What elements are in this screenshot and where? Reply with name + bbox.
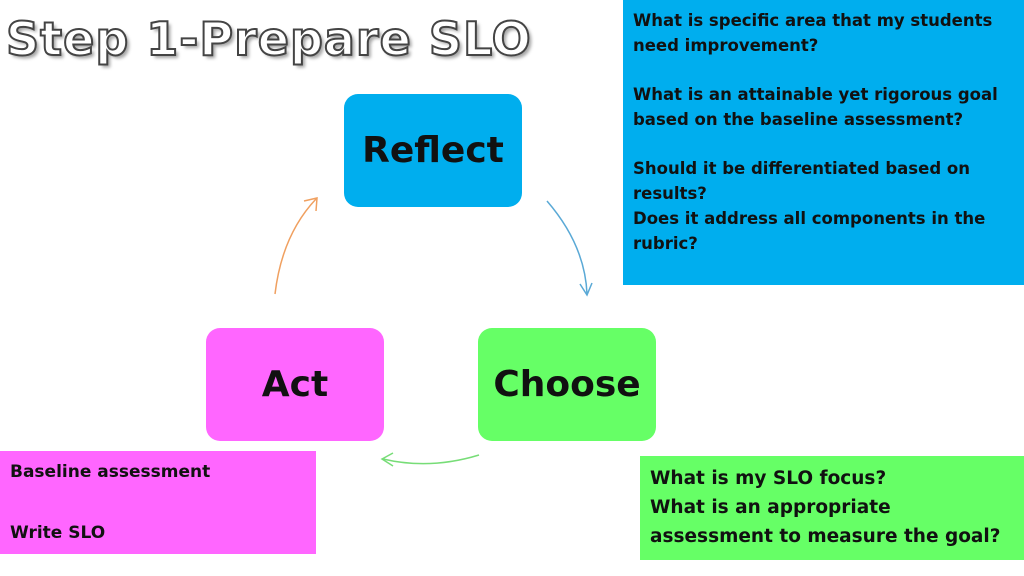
cycle-node-act-label: Act (261, 364, 329, 405)
reflect-question-3: Should it be differentiated based on res… (633, 159, 970, 203)
arrowhead-choose-to-act (380, 452, 394, 467)
arrow-choose-to-act (382, 454, 480, 465)
reflect-questions-box: What is specific area that my students n… (623, 0, 1024, 285)
cycle-node-reflect-label: Reflect (362, 130, 504, 171)
choose-question-1: What is my SLO focus? (650, 468, 887, 489)
choose-question-2: What is an appropriate assessment to mea… (650, 497, 1001, 547)
act-step-1: Baseline assessment (10, 462, 211, 482)
reflect-question-1: What is specific area that my students n… (633, 11, 993, 55)
arrow-reflect-to-choose (546, 200, 588, 295)
act-step-2: Write SLO (10, 523, 106, 543)
act-steps-box: Baseline assessment Write SLO (0, 451, 316, 554)
page-title: Step 1-Prepare SLO (5, 11, 532, 67)
reflect-question-2: What is an attainable yet rigorous goal … (633, 85, 998, 129)
arrow-act-to-reflect (274, 198, 317, 295)
cycle-node-act: Act (206, 328, 384, 441)
arrowhead-reflect-to-choose (579, 282, 593, 297)
cycle-node-reflect: Reflect (344, 94, 522, 207)
choose-questions-box: What is my SLO focus? What is an appropr… (640, 456, 1024, 560)
reflect-question-4: Does it address all components in the ru… (633, 209, 986, 253)
cycle-node-choose: Choose (478, 328, 656, 441)
cycle-node-choose-label: Choose (493, 364, 641, 405)
arrowhead-act-to-reflect (303, 197, 318, 212)
